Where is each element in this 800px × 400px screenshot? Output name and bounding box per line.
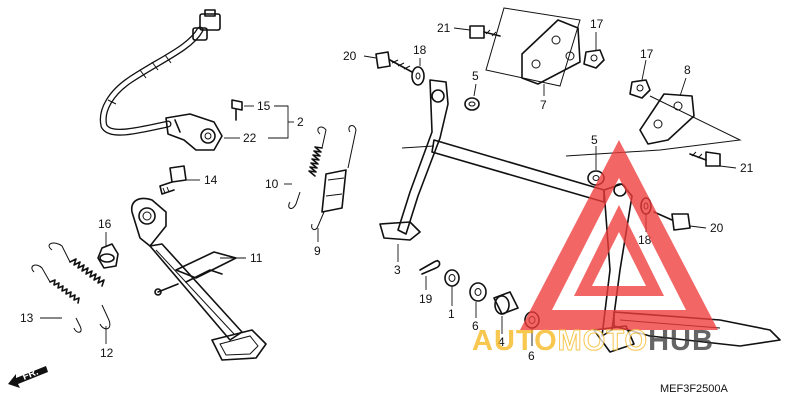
callout-2: 2 xyxy=(297,115,304,129)
callout-10: 10 xyxy=(265,177,279,191)
callout-22: 22 xyxy=(243,131,257,145)
callout-16: 16 xyxy=(98,217,112,231)
spring-12 xyxy=(48,242,111,330)
watermark-word-auto: AUTO xyxy=(472,325,558,357)
front-direction-arrow: FR. xyxy=(8,366,48,388)
bolt-21-right xyxy=(689,151,721,167)
bracket-7 xyxy=(485,7,581,87)
watermark-word-hub: HUB xyxy=(648,325,714,357)
rubber-stopper-16 xyxy=(97,243,119,269)
callout-9: 9 xyxy=(314,244,321,258)
callout-3: 3 xyxy=(394,263,401,277)
callout-6-upper: 6 xyxy=(472,319,479,333)
callout-20-left: 20 xyxy=(343,49,357,63)
watermark-inner-triangle xyxy=(574,205,664,296)
callout-18-right: 18 xyxy=(638,233,652,247)
nut-17-top xyxy=(583,49,605,69)
callout-11: 11 xyxy=(250,251,263,265)
bolt-20-left xyxy=(375,51,413,73)
callout-14: 14 xyxy=(204,173,218,187)
callout-12: 12 xyxy=(100,346,114,360)
watermark-word-moto: MOTO xyxy=(558,325,648,357)
callout-18-top: 18 xyxy=(413,43,427,57)
spring-9 xyxy=(311,125,357,231)
callout-8: 8 xyxy=(684,63,691,77)
callout-17-top: 17 xyxy=(590,17,604,31)
bushing-4 xyxy=(493,291,519,315)
callout-5-right: 5 xyxy=(591,133,598,147)
callout-1: 1 xyxy=(448,307,455,321)
callout-5-top: 5 xyxy=(472,69,479,83)
callout-21-right: 21 xyxy=(740,161,754,175)
cotter-pin-19 xyxy=(419,259,441,275)
callout-15: 15 xyxy=(257,99,271,113)
nut-17-right xyxy=(629,79,651,99)
side-stand-switch-cable xyxy=(99,9,223,151)
spring-13 xyxy=(31,264,82,333)
callout-numbers: 15 2 22 14 16 11 13 12 10 9 20 18 5 21 1… xyxy=(20,17,754,363)
screw-15 xyxy=(231,99,243,121)
callout-4: 4 xyxy=(498,335,505,349)
callout-13: 13 xyxy=(20,311,34,325)
callout-7: 7 xyxy=(540,98,547,112)
callout-21-top: 21 xyxy=(437,21,451,35)
svg-text:AUTOMOTOHUB: AUTOMOTOHUB xyxy=(472,325,714,357)
collar-6-upper xyxy=(469,282,487,302)
callout-19: 19 xyxy=(419,292,433,306)
watermark-logo: AUTOMOTOHUB xyxy=(472,140,718,358)
spring-10 xyxy=(288,126,327,209)
washer-1 xyxy=(444,269,460,287)
washer-18-top xyxy=(411,66,425,86)
callout-6-lower: 6 xyxy=(528,349,535,363)
collar-5-top xyxy=(464,97,480,111)
bolt-14 xyxy=(159,165,187,195)
svg-text:FR.: FR. xyxy=(21,366,40,382)
callout-17-right: 17 xyxy=(640,47,654,61)
callout-20-right: 20 xyxy=(710,221,724,235)
bolt-21-top xyxy=(469,25,501,39)
side-stand xyxy=(130,197,267,361)
diagram-code: MEF3F2500A xyxy=(660,383,729,395)
watermark-outer-triangle xyxy=(520,140,718,330)
